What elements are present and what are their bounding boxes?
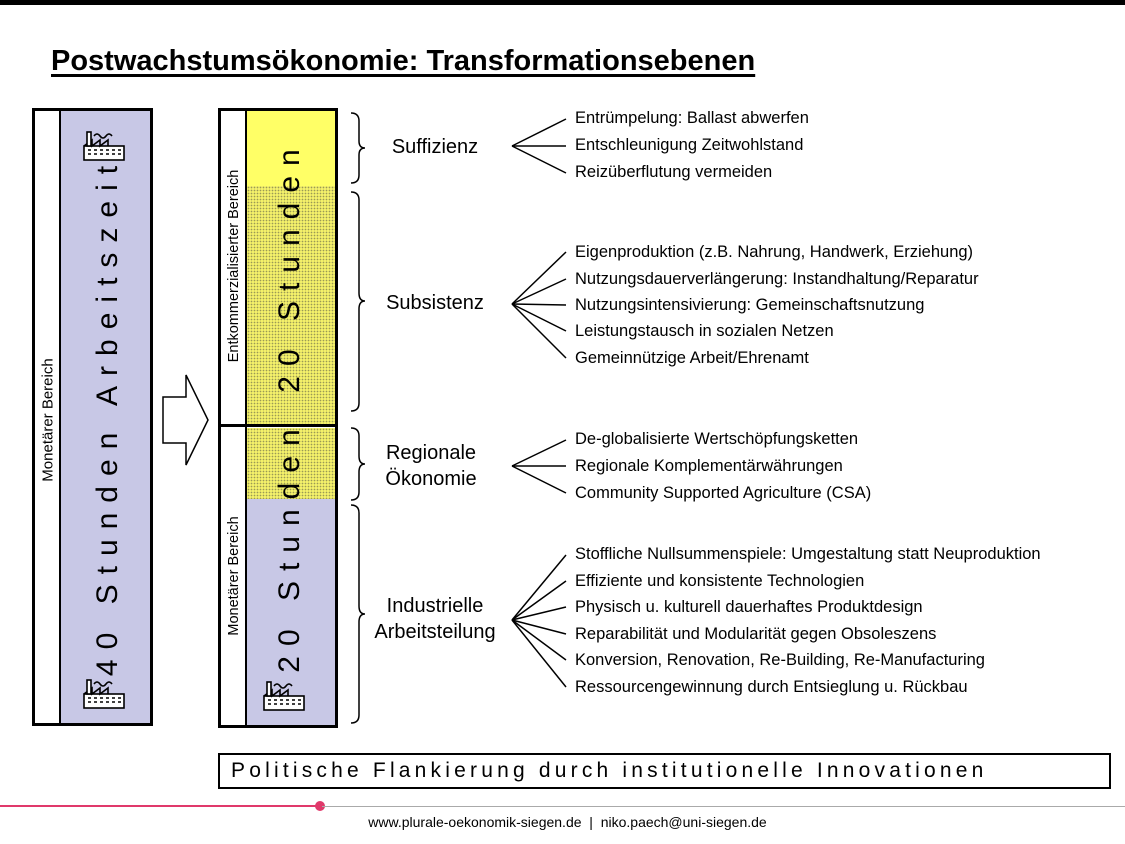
list-item: Entrümpelung: Ballast abwerfen	[575, 109, 809, 127]
left-bar-main-text: 40 Stunden Arbeitszeit	[91, 155, 124, 677]
right-bar-lower-text: 20 Stunden	[273, 419, 306, 673]
list-item: Stoffliche Nullsummenspiele: Umgestaltun…	[575, 545, 1041, 563]
list-item: Ressourcengewinnung durch Entsieglung u.…	[575, 678, 968, 696]
list-item: Reizüberflutung vermeiden	[575, 163, 773, 181]
list-item: Leistungstausch in sozialen Netzen	[575, 322, 834, 340]
right-bar-lower-side-label: Monetärer Bereich	[226, 516, 242, 636]
list-item: De-globalisierte Wertschöpfungsketten	[575, 430, 859, 448]
left-bar-side-label: Monetärer Bereich	[39, 358, 57, 482]
accent-line	[0, 805, 320, 807]
right-bar-yellow-top	[247, 111, 335, 186]
brace-industrielle	[350, 504, 366, 724]
label-regionale-line1: Regionale	[385, 442, 477, 464]
label-industrielle-line1: Industrielle	[386, 595, 484, 617]
fan-lines-regionale	[511, 439, 567, 494]
arrow-right-icon	[162, 374, 209, 466]
fan-lines-industrielle	[511, 554, 567, 688]
list-item: Nutzungsintensivierung: Gemeinschaftsnut…	[575, 296, 925, 314]
footer-rule	[322, 806, 1125, 807]
right-bar-horizontal-divider	[218, 424, 338, 427]
factory-icon	[80, 122, 128, 162]
right-bar-upper-side-label: Entkommerzialisierter Bereich	[226, 169, 242, 363]
top-border	[0, 0, 1125, 5]
brace-suffizienz	[350, 112, 366, 184]
list-item: Regionale Komplementärwährungen	[575, 457, 843, 475]
label-suffizienz: Suffizienz	[391, 136, 479, 158]
left-bar-divider	[59, 108, 61, 726]
right-bar-lavender	[247, 499, 335, 725]
accent-dot	[315, 801, 325, 811]
brace-subsistenz	[350, 191, 366, 412]
label-industrielle-line2: Arbeitsteilung	[374, 621, 496, 643]
footer-contact: www.plurale-oekonomik-siegen.de | niko.p…	[368, 814, 767, 830]
right-bar-dotted-lower	[247, 428, 335, 499]
fan-lines-suffizienz	[511, 118, 567, 174]
factory-icon	[80, 670, 128, 710]
policy-box: Politische Flankierung durch institution…	[218, 753, 1111, 789]
list-item: Effiziente und konsistente Technologien	[575, 572, 865, 590]
factory-icon	[260, 672, 308, 712]
right-bar-dotted-upper	[247, 186, 335, 426]
list-item: Reparabilität und Modularität gegen Obso…	[575, 625, 937, 643]
fan-lines-subsistenz	[511, 251, 567, 359]
list-item: Physisch u. kulturell dauerhaftes Produk…	[575, 598, 923, 616]
right-bar-upper-text: 20 Stunden	[273, 139, 306, 393]
page-title: Postwachstumsökonomie: Transformationseb…	[51, 45, 756, 77]
list-item: Gemeinnützige Arbeit/Ehrenamt	[575, 349, 809, 367]
right-bar-divider	[245, 108, 247, 728]
left-bar-fill	[61, 111, 150, 723]
list-item: Konversion, Renovation, Re-Building, Re-…	[575, 651, 985, 669]
list-item: Nutzungsdauerverlängerung: Instandhaltun…	[575, 270, 979, 288]
list-item: Community Supported Agriculture (CSA)	[575, 484, 872, 502]
label-regionale-line2: Ökonomie	[385, 468, 477, 490]
list-item: Eigenproduktion (z.B. Nahrung, Handwerk,…	[575, 243, 974, 261]
left-bar	[32, 108, 153, 726]
list-item: Entschleunigung Zeitwohlstand	[575, 136, 804, 154]
right-bar	[218, 108, 338, 728]
brace-regionale	[350, 427, 366, 501]
label-subsistenz: Subsistenz	[386, 292, 484, 314]
